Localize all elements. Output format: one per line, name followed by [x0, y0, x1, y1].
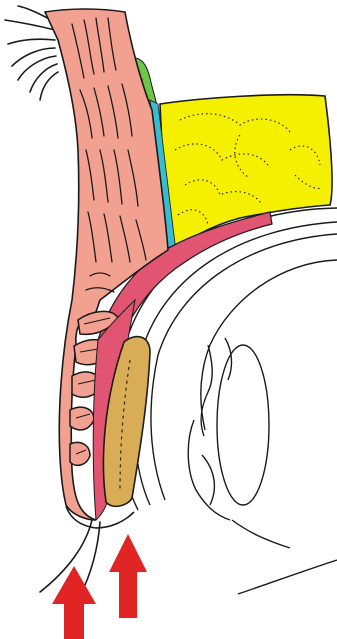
arrow-right — [109, 534, 147, 618]
up-arrow-icon — [109, 534, 147, 618]
arrow-left — [52, 566, 96, 639]
up-arrow-icon — [52, 566, 96, 639]
lens-outline — [217, 345, 269, 505]
